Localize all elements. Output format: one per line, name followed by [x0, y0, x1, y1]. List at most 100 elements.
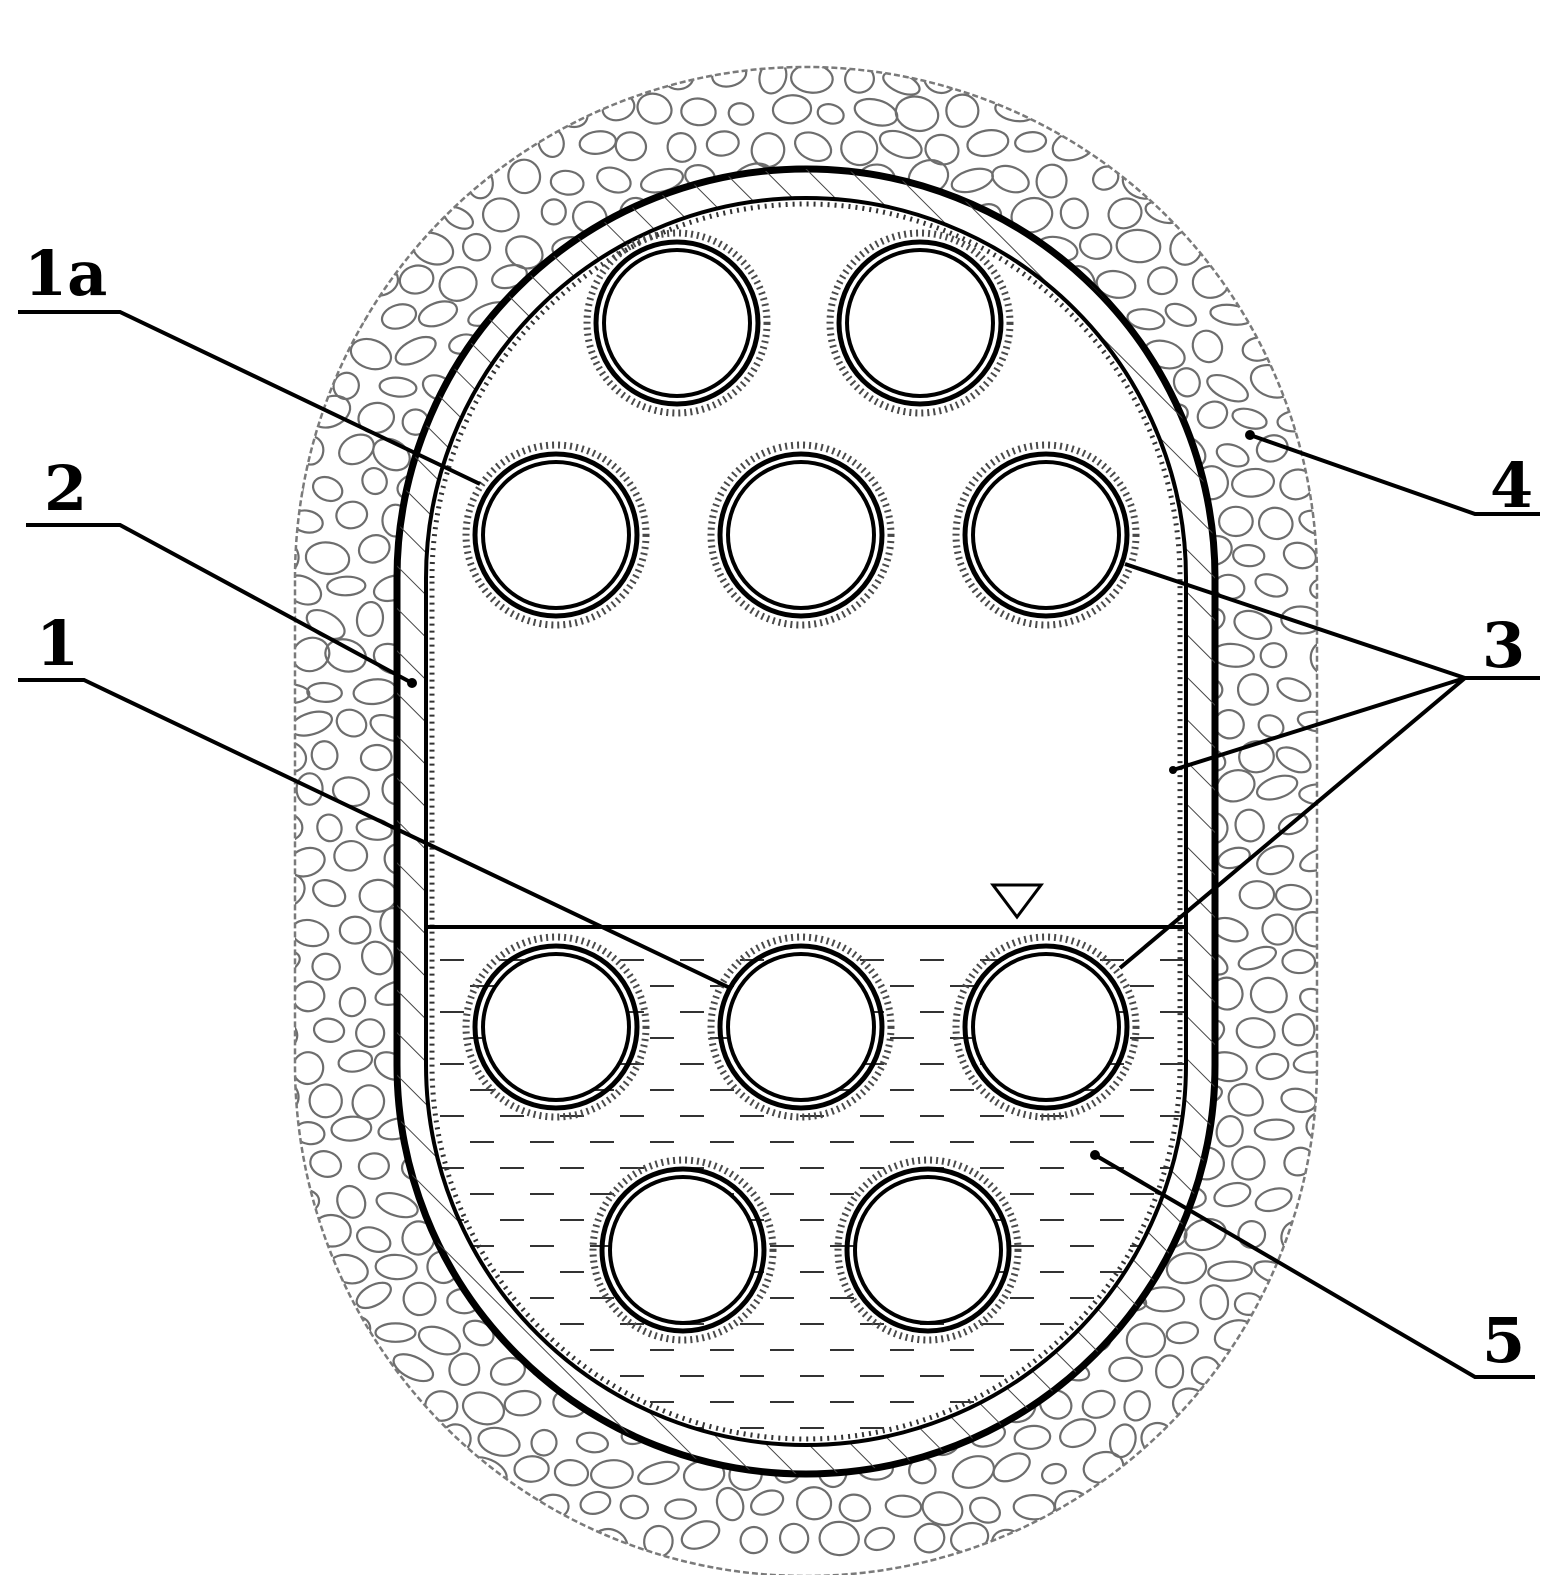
- leader-dot-3b: [1169, 766, 1177, 774]
- gravel-stone: [1018, 67, 1056, 94]
- gravel-stone: [1237, 198, 1268, 233]
- gravel-stone: [295, 1326, 322, 1355]
- leader-dot-5: [1090, 1150, 1100, 1160]
- gravel-stone: [927, 404, 969, 430]
- gravel-stone: [1145, 812, 1174, 846]
- gravel-stone: [531, 746, 575, 774]
- gravel-stone: [552, 709, 599, 741]
- gravel-stone: [1238, 740, 1275, 774]
- gravel-stone: [778, 1522, 810, 1554]
- gravel-stone: [1302, 1321, 1317, 1354]
- gravel-stone: [814, 644, 858, 675]
- gravel-stone: [924, 133, 960, 166]
- gravel-stone: [899, 503, 945, 538]
- gravel-stone: [460, 95, 500, 123]
- gravel-stone: [728, 1318, 767, 1354]
- gravel-stone: [739, 1525, 769, 1555]
- gravel-stone: [1118, 94, 1160, 130]
- leader-dot-2: [407, 678, 417, 688]
- gravel-stone: [488, 129, 524, 156]
- gravel-stone: [554, 771, 595, 807]
- gravel-stone: [947, 847, 978, 878]
- gravel-stone: [864, 1526, 896, 1552]
- gravel-stone: [1309, 641, 1317, 675]
- gravel-stone: [724, 780, 767, 811]
- gravel-stone: [467, 773, 502, 808]
- gravel-stone: [1240, 1500, 1267, 1527]
- gravel-stone: [295, 1081, 300, 1112]
- gravel-stone: [401, 1424, 435, 1460]
- gravel-stone: [443, 1495, 484, 1525]
- gravel-stone: [859, 634, 899, 668]
- gravel-stone: [295, 1218, 298, 1252]
- gravel-stone: [374, 1253, 418, 1281]
- gravel-stone: [1302, 159, 1317, 197]
- gravel-stone: [308, 1083, 343, 1119]
- gravel-stone: [1233, 609, 1273, 640]
- water-level-symbol: [990, 883, 1044, 920]
- gravel-stone: [953, 780, 980, 814]
- gravel-stone: [969, 1496, 1001, 1524]
- gravel-stone: [657, 875, 698, 906]
- gravel-stone: [860, 704, 900, 737]
- gravel-stone: [1294, 20, 1343, 58]
- gravel-stone: [438, 266, 478, 302]
- gravel-stone: [790, 67, 834, 94]
- gravel-stone: [295, 468, 304, 504]
- gravel-stone: [796, 1486, 833, 1521]
- gravel-stone: [1212, 232, 1245, 261]
- gravel-stone: [490, 67, 521, 96]
- gravel-stone: [295, 300, 321, 326]
- gravel-stone: [1059, 67, 1095, 92]
- gravel-stone: [1255, 1052, 1290, 1081]
- gravel-stone: [798, 1220, 833, 1256]
- gravel-stone: [1131, 777, 1159, 801]
- label-4: 4: [1490, 449, 1533, 522]
- gravel-stone: [776, 234, 810, 264]
- gravel-stone: [953, 646, 992, 669]
- gravel-stone: [641, 712, 675, 740]
- gravel-stone: [535, 1290, 565, 1319]
- gravel-stone: [1013, 1424, 1052, 1450]
- gravel-stone: [495, 405, 523, 427]
- gravel-stone: [1009, 1213, 1051, 1248]
- gravel-stone: [861, 841, 892, 876]
- gravel-stone: [1261, 913, 1294, 946]
- leader-endpoints: [407, 430, 1255, 1160]
- gravel-stone: [774, 372, 801, 405]
- gravel-stone: [295, 918, 330, 948]
- gravel-stone: [904, 845, 943, 874]
- gravel-stone: [671, 604, 700, 631]
- gravel-stone: [882, 607, 912, 635]
- gravel-stone: [1274, 883, 1313, 911]
- gravel-stone: [747, 1148, 789, 1184]
- gravel-stone: [774, 706, 807, 741]
- gravel-stone: [1285, 267, 1317, 299]
- gravel-stone: [708, 1150, 751, 1180]
- gravel-stone: [291, 16, 329, 56]
- gravel-stone: [357, 534, 391, 564]
- gravel-stone: [923, 1354, 957, 1384]
- gravel-stone: [968, 67, 1004, 94]
- gravel-stone: [490, 1214, 530, 1243]
- gravel-stone: [295, 1252, 325, 1279]
- gravel-stone: [758, 67, 788, 95]
- gravel-stone: [1217, 505, 1254, 538]
- gravel-stone: [989, 711, 1032, 735]
- gravel-stone: [295, 1357, 308, 1393]
- gravel-stone: [1281, 948, 1317, 975]
- gravel-stone: [1154, 1354, 1185, 1389]
- gravel-stone: [798, 738, 837, 773]
- gravel-stone: [1041, 646, 1074, 671]
- gravel-stone: [1075, 25, 1119, 59]
- gravel-stone: [1280, 193, 1310, 226]
- gravel-stone: [595, 642, 642, 670]
- gravel-stone: [925, 605, 955, 640]
- gravel-stone: [844, 67, 875, 94]
- label-5: 5: [1482, 1304, 1525, 1377]
- gravel-stone: [418, 26, 451, 57]
- gravel-stone: [705, 130, 740, 157]
- gravel-stone: [1196, 400, 1229, 429]
- gravel-stone: [1280, 605, 1317, 635]
